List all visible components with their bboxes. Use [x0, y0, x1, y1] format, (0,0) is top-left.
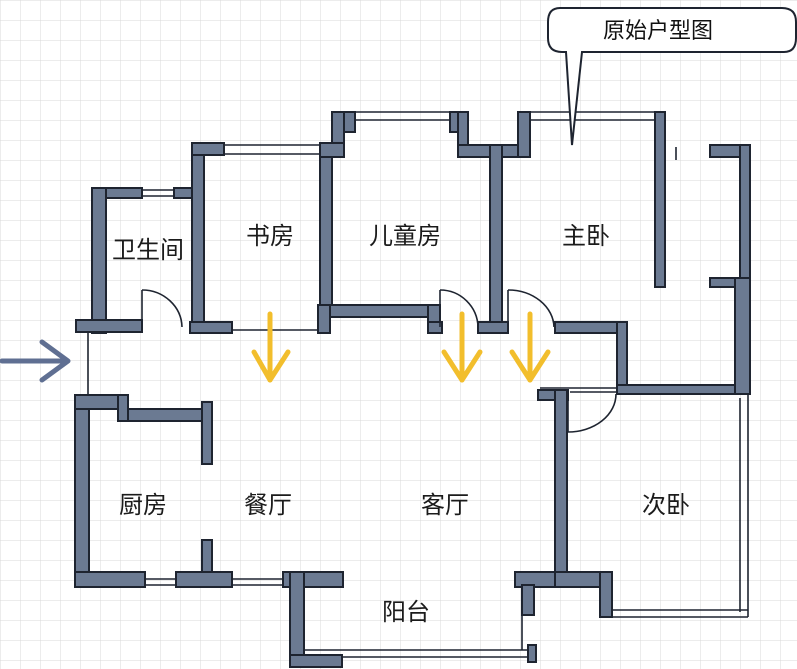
wall: [616, 321, 628, 393]
wall: [191, 144, 205, 334]
title-bubble: 原始户型图: [547, 7, 797, 146]
wall: [554, 389, 568, 586]
wall: [734, 277, 751, 395]
wall: [189, 321, 233, 334]
wall: [427, 321, 443, 334]
room-label-balcony: 阳台: [382, 598, 430, 626]
wall: [527, 644, 537, 663]
room-label-kitchen: 厨房: [119, 491, 167, 519]
bubble-shape: [547, 7, 797, 146]
room-label-study: 书房: [246, 222, 294, 250]
arrow-down-icon: [441, 311, 483, 383]
door-arc: [567, 393, 617, 433]
door-arc: [141, 289, 183, 328]
wall: [317, 304, 439, 318]
wall: [74, 571, 146, 588]
wall: [117, 408, 209, 422]
room-label-bathroom: 卫生间: [112, 236, 184, 264]
wall: [117, 394, 129, 422]
wall: [739, 144, 751, 286]
wall: [319, 142, 333, 314]
room-label-kids-room: 儿童房: [369, 222, 441, 250]
room-labels: 卫生间 书房 儿童房 主卧 厨房 餐厅 客厅 次卧 阳台: [112, 222, 690, 626]
wall: [91, 187, 107, 334]
wall: [175, 571, 233, 588]
wall: [74, 394, 121, 410]
wall: [521, 584, 535, 616]
wall: [289, 654, 343, 668]
wall: [289, 571, 305, 668]
wall: [489, 144, 503, 334]
arrow-down-icon: [251, 311, 291, 383]
wall: [201, 401, 213, 465]
wall: [477, 321, 509, 334]
door-arc: [439, 289, 479, 328]
wall: [599, 571, 613, 618]
wall: [317, 304, 331, 334]
wall: [319, 142, 345, 158]
walls: [74, 111, 751, 668]
wall: [74, 394, 90, 588]
room-label-second-bedroom: 次卧: [642, 491, 690, 519]
wall: [616, 384, 743, 395]
wall: [517, 111, 531, 158]
room-label-dining-room: 餐厅: [244, 491, 292, 519]
plan-title: 原始户型图: [603, 19, 713, 44]
doors: [141, 289, 617, 433]
wall: [654, 111, 666, 288]
wall: [191, 142, 225, 156]
arrow-down-icon: [509, 311, 551, 383]
arrow-right-icon: [0, 339, 71, 383]
room-label-master-bedroom: 主卧: [562, 222, 610, 250]
wall: [75, 319, 143, 333]
door-arc: [507, 289, 555, 328]
room-label-living-room: 客厅: [421, 491, 469, 519]
